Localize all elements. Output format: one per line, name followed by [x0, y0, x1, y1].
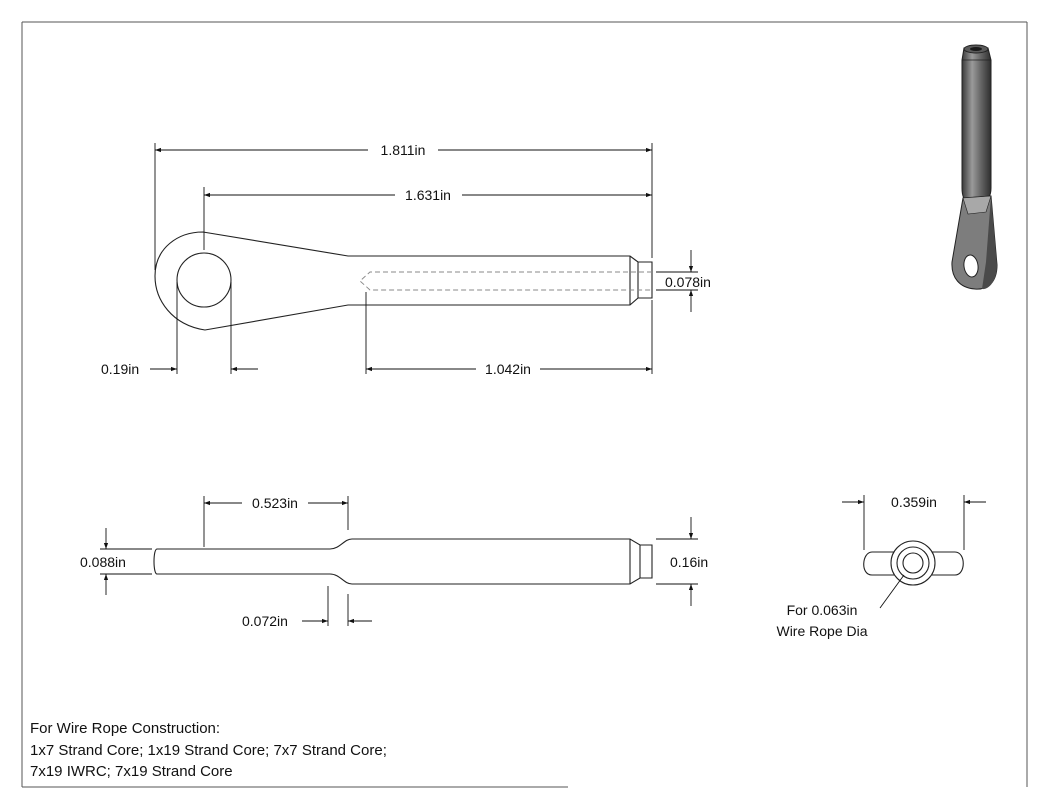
dim-label-bore-dia: 0.078in: [665, 274, 711, 290]
top-view: [154, 231, 653, 331]
bore-hidden-line: [359, 271, 652, 291]
end-view-bore-circle: [902, 552, 924, 574]
front-view: [153, 538, 653, 585]
dim-bore-dia: [656, 250, 698, 312]
dim-label-overall-length: 1.811in: [381, 142, 426, 158]
eye-hole: [176, 252, 232, 308]
notes-line-2: 1x7 Strand Core; 1x19 Strand Core; 7x7 S…: [30, 742, 387, 759]
dim-eye-thickness: [100, 528, 152, 595]
dim-eye-length: [203, 496, 349, 547]
iso-eye-hole: [963, 254, 979, 278]
callout-line-1: For 0.063in: [787, 602, 858, 618]
dim-shank-dia: [656, 517, 698, 606]
dim-label-end-width: 0.359in: [891, 494, 937, 510]
dim-hole-dia: [150, 282, 258, 374]
top-view-outline: [154, 231, 653, 331]
dim-bore-depth: [365, 292, 653, 374]
dim-label-bore-depth: 1.042in: [485, 361, 531, 377]
dim-label-transition: 0.072in: [242, 613, 288, 629]
iso-shank: [961, 47, 992, 204]
notes-line-1: For Wire Rope Construction:: [30, 720, 220, 737]
dim-label-hole-dia: 0.19in: [101, 361, 139, 377]
dim-label-hole-to-end: 1.631in: [405, 187, 451, 203]
dim-label-shank-dia: 0.16in: [670, 554, 708, 570]
dim-label-eye-length: 0.523in: [252, 495, 298, 511]
dim-hole-to-end: [203, 187, 652, 250]
dim-transition: [302, 586, 372, 626]
isometric-view: [951, 44, 998, 290]
end-view-outer-circle: [890, 540, 936, 586]
dim-end-width: [842, 495, 986, 550]
end-view-chamfer-circle: [896, 546, 930, 580]
dim-overall-length: [154, 143, 653, 270]
front-view-outline: [153, 538, 653, 585]
callout-leader: [879, 574, 905, 609]
end-view: [863, 540, 964, 586]
notes-line-3: 7x19 IWRC; 7x19 Strand Core: [30, 763, 233, 780]
sheet-border: [21, 21, 1028, 788]
callout-line-2: Wire Rope Dia: [776, 623, 867, 639]
dim-label-eye-thickness: 0.088in: [80, 554, 126, 570]
